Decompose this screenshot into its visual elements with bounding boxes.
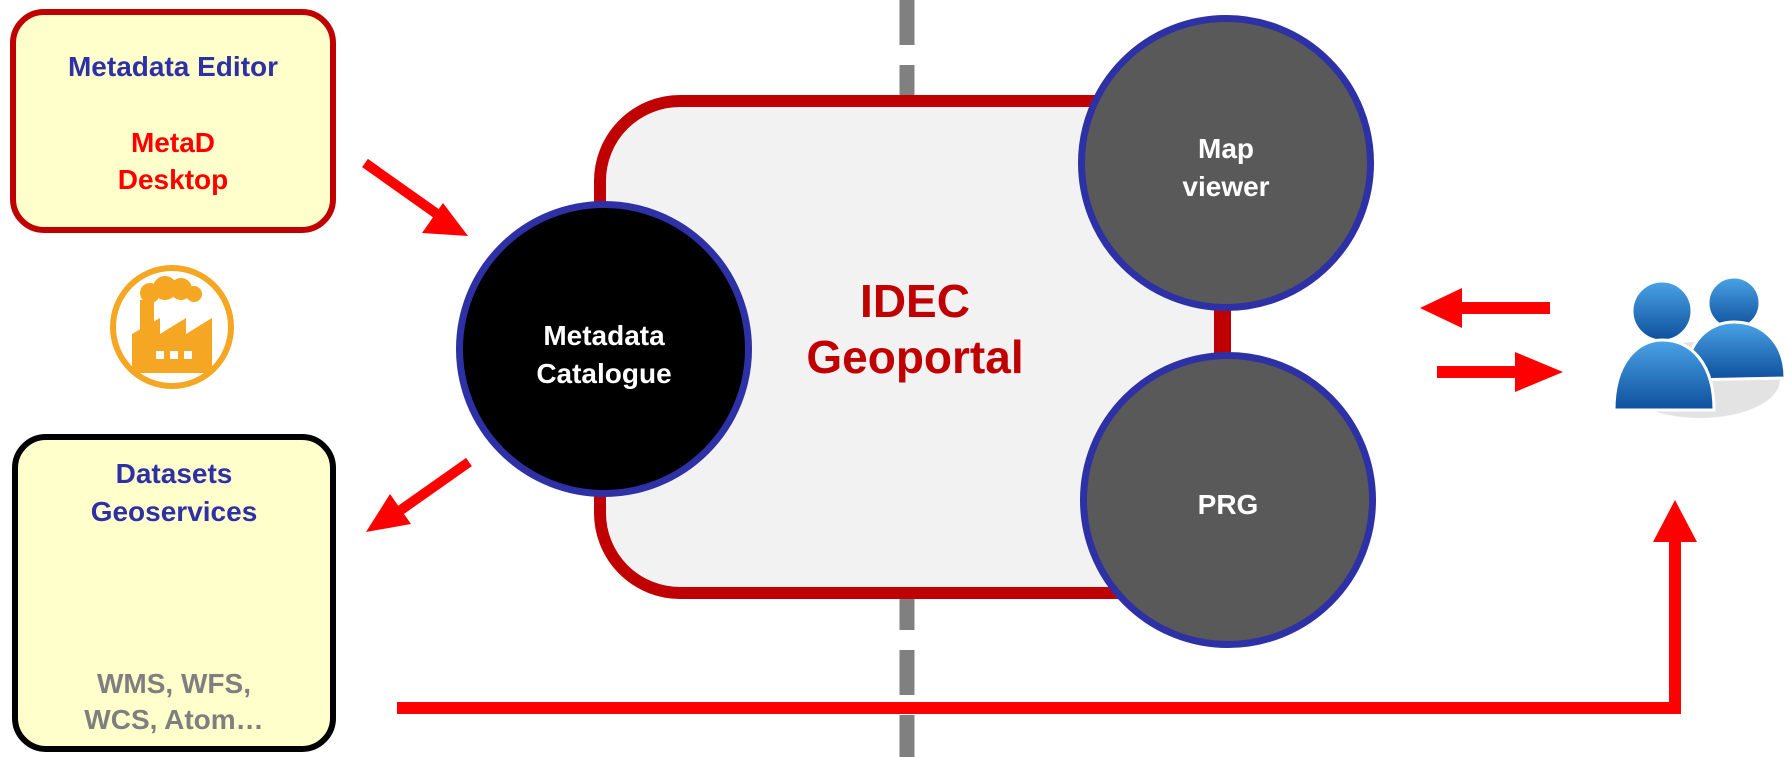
arrow-geoportal-to-users [1437,352,1563,392]
factory-icon [110,265,234,389]
metadata-catalogue-node: Metadata Catalogue [456,201,752,497]
map-viewer-node: Map viewer [1078,15,1374,311]
prg-label: PRG [1197,489,1259,520]
users-icon [1612,275,1785,418]
catalogue-line2: Catalogue [536,358,672,389]
services-line1: WMS, WFS, [97,668,251,699]
geoportal-title-line2: Geoportal [806,331,1024,383]
datasets-box: Datasets Geoservices WMS, WFS, WCS, Atom… [12,434,336,752]
map-viewer-line1: Map [1198,133,1254,164]
services-line2: WCS, Atom… [84,704,264,735]
metad-label: MetaD [130,127,215,158]
arrow-catalogue-to-datasets [366,457,472,532]
desktop-label: Desktop [117,164,229,195]
prg-node: PRG [1080,352,1376,648]
metadata-editor-title: Metadata Editor [67,51,279,82]
geoportal-title-line1: IDEC [860,275,970,327]
catalogue-line1: Metadata [543,320,665,351]
arrow-editor-to-catalogue [362,158,468,236]
arrow-datasets-to-users [397,500,1697,714]
datasets-label: Datasets [115,458,233,489]
map-viewer-line2: viewer [1182,171,1270,202]
arrow-users-to-geoportal [1420,288,1550,328]
geoservices-label: Geoservices [90,496,258,527]
metadata-editor-box: Metadata Editor MetaD Desktop [10,9,336,233]
